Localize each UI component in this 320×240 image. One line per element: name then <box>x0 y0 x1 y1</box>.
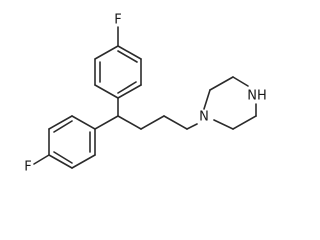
bond <box>203 89 211 110</box>
molecule-canvas: F F N NH <box>24 12 267 175</box>
molecule-structure: F F N NH <box>24 13 267 175</box>
butyl-chain <box>117 115 198 130</box>
lower-fluorophenyl-ring <box>33 115 119 169</box>
bond <box>48 154 73 169</box>
bond <box>48 115 73 130</box>
bond-to-fluorine <box>33 154 50 165</box>
bond <box>213 119 234 130</box>
double-bond-inner <box>117 81 137 94</box>
bond <box>163 115 188 130</box>
bond <box>94 84 119 99</box>
fluorine-bottom-label: F <box>24 160 31 175</box>
bond <box>71 154 96 169</box>
piperazine-ring <box>203 76 257 130</box>
fluorine-top-label: F <box>114 13 121 28</box>
upper-fluorophenyl-ring <box>94 26 142 99</box>
bond <box>117 84 142 99</box>
nh-piperazine-label: NH <box>247 89 267 104</box>
bond <box>94 115 119 130</box>
double-bond-inner <box>117 50 138 63</box>
bond <box>232 115 257 130</box>
bond <box>117 45 142 60</box>
bond <box>209 76 234 91</box>
bond <box>232 76 249 87</box>
double-bond-inner <box>53 120 73 133</box>
bond <box>94 45 119 60</box>
bond <box>71 115 96 130</box>
bond <box>140 115 165 130</box>
nitrogen-piperazine-label: N <box>199 110 209 125</box>
bond <box>117 115 142 130</box>
bond-to-nitrogen <box>186 123 198 130</box>
double-bond-inner <box>53 151 73 164</box>
